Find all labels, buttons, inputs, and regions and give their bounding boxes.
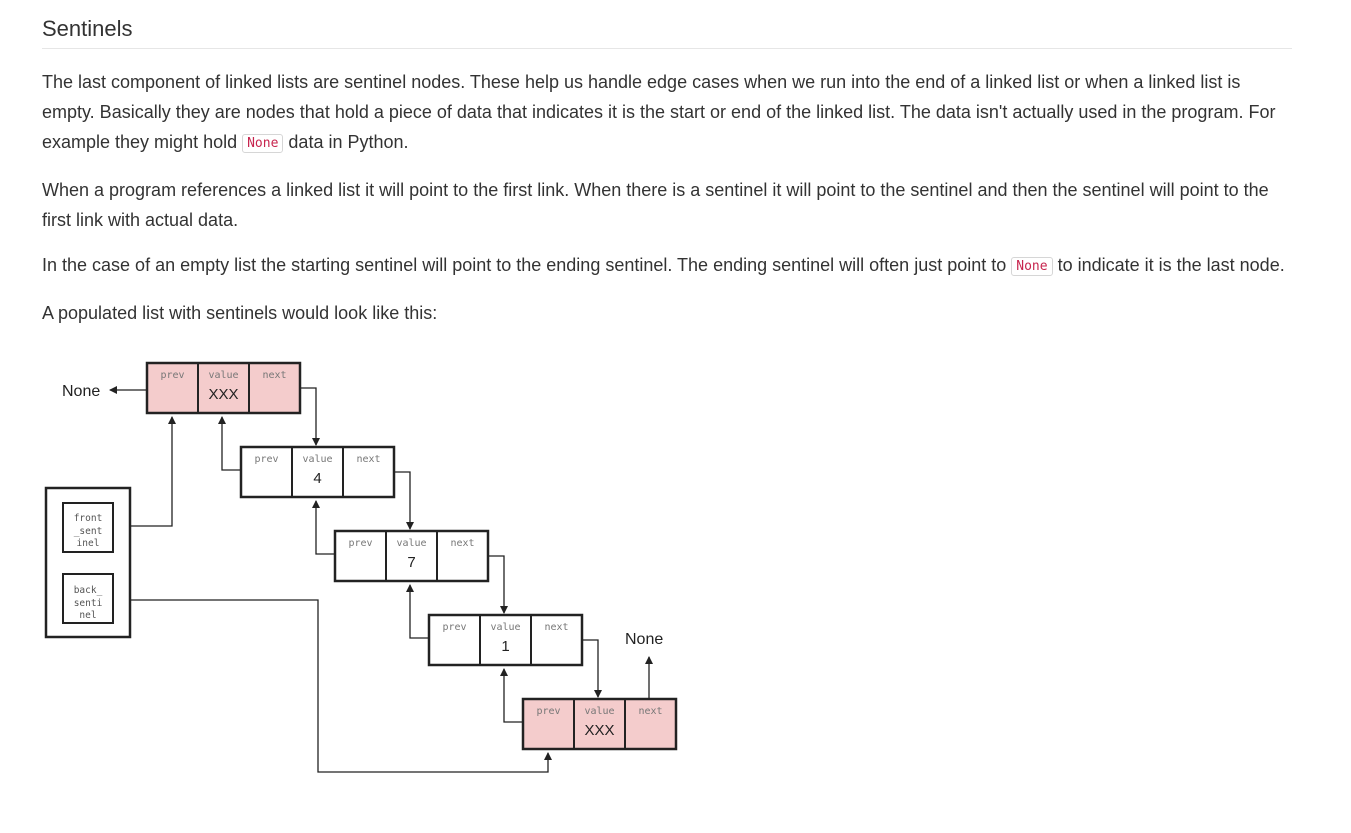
- node-box: [333, 529, 490, 583]
- list-node: prev value next 4: [239, 445, 396, 499]
- back-sentinel-label-line: back_: [74, 585, 103, 596]
- node-box: [239, 445, 396, 499]
- field-label-prev: prev: [160, 370, 184, 381]
- field-label-next: next: [356, 454, 380, 465]
- prev-pointer-node4-to-node3-arrow: [406, 584, 428, 639]
- node-box: [427, 613, 584, 667]
- paragraph-empty-list: In the case of an empty list the startin…: [42, 250, 1292, 283]
- node-box: [145, 361, 302, 415]
- article-content: Sentinels The last component of linked l…: [42, 14, 1292, 328]
- linked-list-diagram: None None front _sent inel back_ senti n…: [44, 361, 678, 773]
- node-value: XXX: [208, 386, 238, 403]
- next-pointer-node3-to-node4-arrow: [486, 555, 508, 614]
- inline-code-none: None: [1011, 257, 1053, 276]
- back-sentinel-field: [62, 573, 114, 624]
- paragraph-populated-list: A populated list with sentinels would lo…: [42, 303, 438, 323]
- paragraph-text: In the case of an empty list the startin…: [42, 255, 1012, 275]
- field-label-value: value: [208, 370, 238, 381]
- next-pointer-node4-to-node5-arrow: [580, 639, 602, 698]
- next-pointer-node1-to-node2-arrow: [298, 387, 320, 446]
- field-label-prev: prev: [348, 538, 372, 549]
- paragraph-text: data in Python.: [283, 132, 409, 152]
- none-label-right: None: [625, 631, 663, 648]
- next-pointer-node2-to-node3-arrow: [392, 471, 414, 530]
- paragraph-intro: The last component of linked lists are s…: [42, 67, 1292, 160]
- node-value: 7: [407, 554, 415, 571]
- field-label-prev: prev: [254, 454, 278, 465]
- field-label-value: value: [302, 454, 332, 465]
- field-label-prev: prev: [536, 706, 560, 717]
- node-box: [521, 697, 678, 751]
- section-title: Sentinels: [42, 14, 1292, 49]
- back-sentinel-label-line: nel: [79, 610, 96, 621]
- prev-pointer-node5-to-node4-arrow: [500, 668, 522, 723]
- prev-pointer-node3-to-node2-arrow: [312, 500, 334, 555]
- front-sentinel-pointer-arrow: [114, 416, 176, 527]
- front-sentinel-field: [62, 502, 114, 553]
- field-label-prev: prev: [442, 622, 466, 633]
- field-label-next: next: [638, 706, 662, 717]
- front-sentinel-label-line: inel: [77, 538, 100, 549]
- inline-code-none: None: [242, 134, 284, 153]
- paragraph-reference: When a program references a linked list …: [42, 180, 1269, 230]
- field-label-value: value: [396, 538, 426, 549]
- field-label-value: value: [584, 706, 614, 717]
- front-sentinel-label-line: front: [74, 513, 103, 524]
- front-sentinel-label-line: _sent: [74, 526, 103, 537]
- field-label-next: next: [544, 622, 568, 633]
- field-label-next: next: [262, 370, 286, 381]
- list-object: front _sent inel back_ senti nel: [44, 486, 132, 639]
- list-node: prev value next 1: [427, 613, 584, 667]
- node-value: 1: [501, 638, 509, 655]
- field-label-value: value: [490, 622, 520, 633]
- pointer-arrows: [109, 386, 653, 773]
- prev-pointer-node2-to-node1-arrow: [218, 416, 240, 471]
- field-label-next: next: [450, 538, 474, 549]
- list-node: prev value next 7: [333, 529, 490, 583]
- back-sentinel-label-line: senti: [74, 598, 103, 609]
- none-label-left: None: [62, 383, 100, 400]
- node-value: XXX: [584, 722, 614, 739]
- back-sentinel-pointer-arrow: [114, 599, 552, 773]
- paragraph-text: The last component of linked lists are s…: [42, 72, 1276, 152]
- paragraph-text: to indicate it is the last node.: [1052, 255, 1285, 275]
- node-value: 4: [313, 470, 321, 487]
